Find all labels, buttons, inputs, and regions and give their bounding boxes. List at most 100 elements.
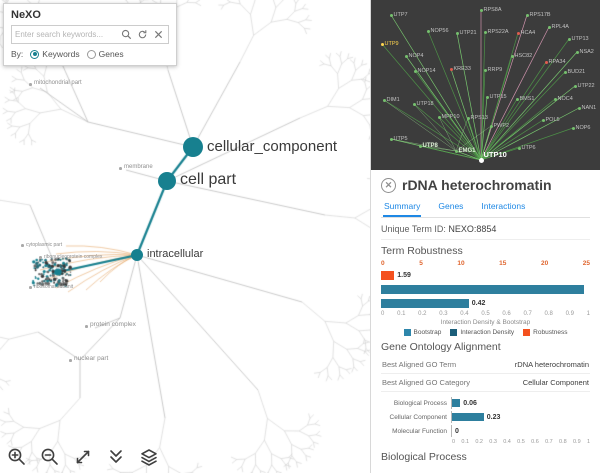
gene-node-rpl4a[interactable]: RPL4A: [551, 23, 569, 30]
tree-node-intracellular[interactable]: intracellular: [147, 248, 204, 261]
tree-node-cell-part-dot[interactable]: [158, 172, 176, 190]
gene-node-dot-nop4[interactable]: [404, 54, 408, 58]
tree-node-ribosomal-subunit[interactable]: ribosomal subunit: [34, 283, 74, 290]
close-icon[interactable]: ✕: [381, 177, 396, 193]
zoom-out-button[interactable]: [38, 445, 62, 469]
gene-node-utp18[interactable]: UTP18: [416, 100, 434, 107]
gene-node-dot-bms1[interactable]: [515, 97, 519, 101]
gene-node-dot-utp5[interactable]: [389, 137, 393, 141]
gene-node-dot-pwp2[interactable]: [489, 124, 493, 128]
gene-node-bud21[interactable]: BUD21: [567, 68, 586, 75]
gene-node-dot-dim1[interactable]: [382, 98, 386, 102]
gene-node-hca4[interactable]: HCA4: [520, 29, 536, 36]
tree-node-cytoplasmic-part-dot[interactable]: [21, 244, 24, 247]
tree-node-protein-complex-dot[interactable]: [85, 325, 88, 328]
gene-node-pwp2[interactable]: PWP2: [493, 122, 510, 129]
gene-node-dot-utp13[interactable]: [567, 37, 571, 41]
tree-node-ribonucleoprotein-complex-dot[interactable]: [39, 256, 42, 259]
gene-node-dot-utp21[interactable]: [455, 31, 459, 35]
tree-node-protein-complex[interactable]: protein complex: [90, 321, 136, 329]
gene-node-dot-noc4[interactable]: [553, 97, 557, 101]
gene-node-noc4[interactable]: NOC4: [557, 95, 573, 102]
zoom-in-button[interactable]: [5, 445, 29, 469]
gene-node-rps22a[interactable]: RPS22A: [487, 28, 509, 35]
gene-node-hsc82[interactable]: HSC82: [514, 52, 533, 59]
gene-node-dot-nsa2[interactable]: [575, 50, 579, 54]
tree-node-membrane-dot[interactable]: [119, 167, 122, 170]
gene-node-dot-rps17b[interactable]: [525, 13, 529, 17]
gene-node-dot-hsc82[interactable]: [510, 54, 514, 58]
gene-node-dot-utp22[interactable]: [573, 84, 577, 88]
gene-node-utp22[interactable]: UTP22: [577, 82, 595, 89]
tree-node-cellular-component[interactable]: cellular_component: [207, 137, 338, 155]
gene-node-dot-utp7[interactable]: [389, 13, 393, 17]
gene-node-dot-kre33[interactable]: [449, 67, 453, 71]
gene-node-nan1[interactable]: NAN1: [581, 104, 597, 111]
collapse-all-button[interactable]: [104, 445, 128, 469]
search-icon[interactable]: [120, 28, 133, 41]
gene-node-dot-pol5[interactable]: [541, 118, 545, 122]
gene-node-bms1[interactable]: BMS1: [519, 95, 535, 102]
gene-node-utp9[interactable]: UTP9: [384, 40, 399, 47]
tree-node-nuclear-part-dot[interactable]: [69, 359, 72, 362]
layers-button[interactable]: [137, 445, 161, 469]
gene-node-dot-rpa34[interactable]: [544, 60, 548, 64]
gene-node-utp15[interactable]: UTP15: [489, 93, 507, 100]
gene-node-dot-rps13[interactable]: [466, 116, 470, 120]
gene-node-utp21[interactable]: UTP21: [459, 29, 477, 36]
gene-node-kre33[interactable]: KRE33: [453, 65, 471, 72]
gene-node-utp5[interactable]: UTP5: [393, 135, 408, 142]
gene-node-utp13[interactable]: UTP13: [571, 35, 589, 42]
tree-node-nuclear-part[interactable]: nuclear part: [74, 355, 109, 363]
gene-node-dot-utp9[interactable]: [380, 42, 384, 46]
gene-node-dot-nop14[interactable]: [413, 69, 417, 73]
fit-to-screen-button[interactable]: [71, 445, 95, 469]
radio-genes-icon[interactable]: [86, 49, 96, 59]
radio-keywords-icon[interactable]: [30, 49, 40, 59]
tree-node-cellular-component-dot[interactable]: [183, 137, 203, 157]
gene-node-dim1[interactable]: DIM1: [386, 96, 400, 103]
gene-node-dot-utp10[interactable]: [478, 157, 484, 163]
ontology-tree-canvas[interactable]: [0, 0, 370, 473]
gene-node-dot-bud21[interactable]: [563, 70, 567, 74]
gene-node-rps13[interactable]: RPS13: [470, 114, 488, 121]
search-by-keywords[interactable]: Keywords: [30, 49, 80, 59]
tree-node-mitochondrial-part[interactable]: mitochondrial part: [34, 79, 82, 86]
gene-node-rps8a[interactable]: RPS8A: [483, 6, 502, 13]
gene-node-dot-emg1[interactable]: [454, 149, 458, 153]
gene-node-rrp9[interactable]: RRP9: [487, 66, 503, 73]
tree-node-intracellular-dot[interactable]: [131, 249, 143, 261]
tab-genes[interactable]: Genes: [438, 201, 464, 211]
gene-node-dot-nop6[interactable]: [571, 126, 575, 130]
gene-node-dot-utp18[interactable]: [412, 102, 416, 106]
tree-node-cell-part[interactable]: cell part: [180, 171, 237, 189]
gene-node-utp8[interactable]: UTP8: [422, 142, 438, 149]
gene-node-dot-utp15[interactable]: [485, 95, 489, 99]
gene-node-dot-mpp10[interactable]: [437, 115, 441, 119]
gene-node-dot-nan1[interactable]: [577, 106, 581, 110]
gene-node-dot-utp6[interactable]: [517, 146, 521, 150]
gene-node-dot-rps8a[interactable]: [479, 8, 483, 12]
gene-node-dot-utp8[interactable]: [418, 144, 422, 148]
gene-node-rps17b[interactable]: RPS17B: [529, 11, 551, 18]
gene-node-nop4[interactable]: NOP4: [408, 52, 424, 59]
gene-node-nop6[interactable]: NOP6: [575, 124, 591, 131]
tree-node-mitochondrial-part-dot[interactable]: [29, 83, 32, 86]
gene-node-nop56[interactable]: NOP56: [430, 27, 449, 34]
clear-icon[interactable]: [152, 28, 165, 41]
gene-node-dot-hca4[interactable]: [516, 31, 520, 35]
tab-summary[interactable]: Summary: [383, 198, 422, 217]
gene-node-nop14[interactable]: NOP14: [417, 67, 436, 74]
tree-node-ribonucleoprotein-complex[interactable]: ribonucleoprotein complex: [44, 253, 103, 260]
tree-node-ribosomal-subunit-dot[interactable]: [29, 286, 32, 289]
gene-node-dot-nop56[interactable]: [426, 29, 430, 33]
gene-node-mpp10[interactable]: MPP10: [441, 113, 460, 120]
tree-node-membrane[interactable]: membrane: [124, 163, 153, 170]
tab-interactions[interactable]: Interactions: [481, 201, 526, 211]
gene-node-dot-rps22a[interactable]: [483, 30, 487, 34]
gene-node-emg1[interactable]: EMG1: [458, 147, 476, 154]
search-by-genes[interactable]: Genes: [86, 49, 124, 59]
gene-node-dot-rpl4a[interactable]: [547, 25, 551, 29]
reset-icon[interactable]: [136, 28, 149, 41]
